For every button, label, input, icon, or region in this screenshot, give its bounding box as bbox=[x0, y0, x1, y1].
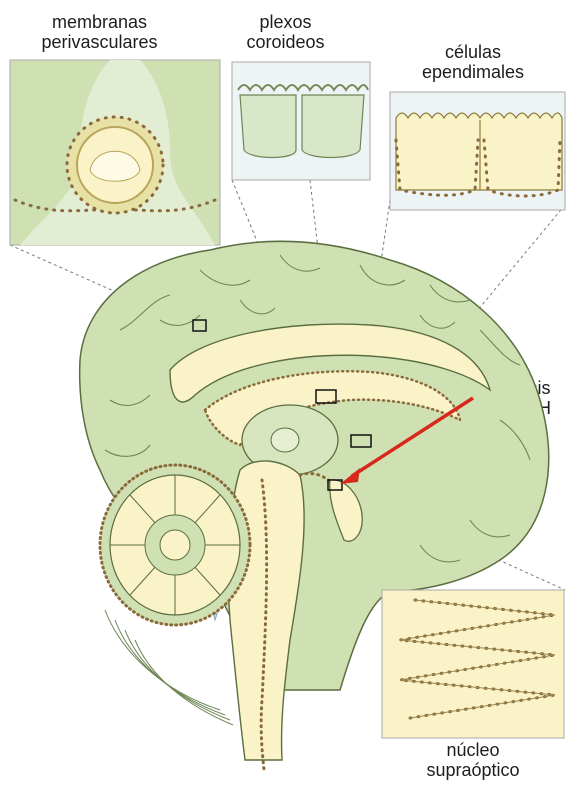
inset-membranas bbox=[10, 60, 220, 245]
thalamus-inner bbox=[271, 428, 299, 452]
inset-plexos bbox=[232, 62, 370, 180]
inset-nucleo bbox=[382, 590, 564, 738]
inset-celulas bbox=[390, 92, 565, 210]
brainstem-striations bbox=[105, 610, 233, 725]
cerebellum bbox=[100, 465, 250, 625]
